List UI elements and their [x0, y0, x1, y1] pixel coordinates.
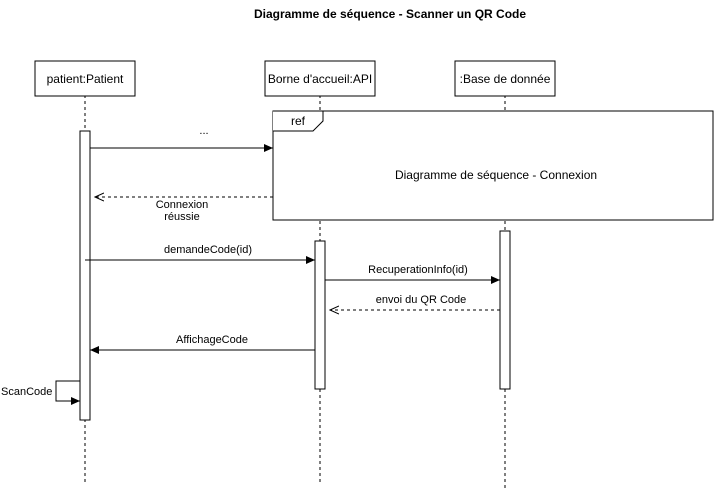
participant-borne-label: Borne d'accueil:API: [268, 72, 372, 86]
message-m2-label-line2: réussie: [164, 211, 199, 223]
message-m4[interactable]: RecuperationInfo(id): [325, 264, 500, 284]
message-m2-label-line1: Connexion: [156, 199, 209, 211]
participant-patient[interactable]: patient:Patient: [34, 60, 136, 97]
participant-bdd-label: :Base de donnée: [460, 72, 551, 86]
message-m3[interactable]: demandeCode(id): [85, 244, 315, 264]
message-m5[interactable]: envoi du QR Code: [330, 294, 500, 310]
message-m4-label: RecuperationInfo(id): [368, 264, 468, 276]
message-m1[interactable]: ...: [90, 125, 273, 152]
activation-borne: [314, 240, 326, 390]
participant-bdd[interactable]: :Base de donnée: [454, 60, 556, 97]
message-m7-label: ScanCode: [1, 386, 52, 398]
message-m7[interactable]: ScanCode: [1, 380, 80, 405]
message-m5-label: envoi du QR Code: [376, 294, 467, 306]
participant-borne[interactable]: Borne d'accueil:API: [264, 60, 376, 97]
diagram-title: Diagramme de séquence - Scanner un QR Co…: [254, 7, 526, 21]
message-m3-label: demandeCode(id): [164, 244, 252, 256]
participant-patient-label: patient:Patient: [47, 72, 124, 86]
activation-bdd: [499, 230, 511, 390]
message-m2[interactable]: Connexion réussie: [95, 197, 273, 223]
activation-patient: [79, 130, 91, 421]
ref-frame-tag: ref: [291, 114, 306, 128]
message-m6-label: AffichageCode: [176, 334, 248, 346]
ref-frame-label: Diagramme de séquence - Connexion: [395, 168, 597, 182]
message-m1-label: ...: [199, 125, 208, 137]
ref-frame[interactable]: ref Diagramme de séquence - Connexion: [272, 110, 714, 221]
message-m6[interactable]: AffichageCode: [90, 334, 315, 354]
